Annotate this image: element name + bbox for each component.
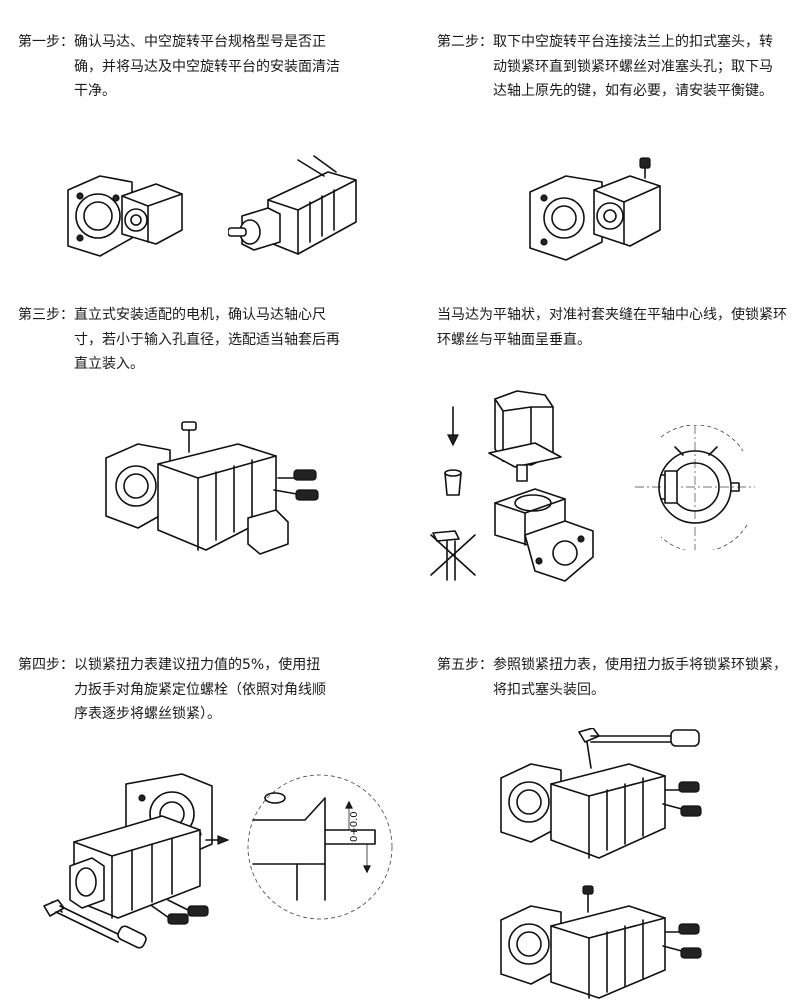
- step-4-text: 以锁紧扭力表建议扭力值的5%，使用扭力扳手对角旋紧定位螺栓（依照对角线顺序表逐步…: [74, 657, 326, 722]
- tolerance-label: 0+0.0: [349, 811, 360, 842]
- lock-ring-wrench-illustration: [500, 728, 702, 859]
- plug-reinstalled-illustration: [500, 885, 702, 999]
- step-5-text: 参照锁紧扭力表，使用扭力扳手将锁紧环锁紧，将扣式塞头装回。: [493, 657, 787, 698]
- step-4: 第四步： 以锁紧扭力表建议扭力值的5%，使用扭力扳手对角旋紧定位螺栓（依照对角线…: [18, 653, 334, 727]
- step-3-note-text: 当马达为平轴状，对准衬套夹缝在平轴中心线，使锁紧环环螺丝与平轴面呈垂直。: [437, 307, 787, 348]
- step-1-text: 确认马达、中空旋转平台规格型号是否正确，并将马达及中空旋转平台的安装面清洁干净。: [74, 34, 340, 99]
- step-5: 第五步： 参照锁紧扭力表，使用扭力扳手将锁紧环锁紧，将扣式塞头装回。: [437, 653, 787, 702]
- tolerance-detail-diagram: 0+0.0: [247, 774, 393, 920]
- rotary-platform-illustration: [67, 175, 183, 257]
- shaft-alignment-diagram: [635, 425, 755, 550]
- step-3: 第三步： 直立式安装适配的电机，确认马达轴心尺寸，若小于输入孔直径，选配适当轴套…: [18, 303, 348, 377]
- step-2: 第二步： 取下中空旋转平台连接法兰上的扣式塞头，转动锁紧环直到锁紧环螺丝对准塞头…: [437, 30, 783, 104]
- step-3-label: 第三步：: [18, 307, 74, 323]
- step-2-label: 第二步：: [437, 34, 493, 50]
- exploded-assembly-illustration: [430, 390, 594, 582]
- step-3-text: 直立式安装适配的电机，确认马达轴心尺寸，若小于输入孔直径，选配适当轴套后再直立装…: [74, 307, 340, 372]
- step-1-label: 第一步：: [18, 34, 74, 50]
- torque-wrench-bolts-illustration: [43, 773, 230, 949]
- servo-motor-illustration: [228, 155, 357, 255]
- step-4-label: 第四步：: [18, 657, 74, 673]
- platform-with-plug-illustration: [529, 157, 661, 261]
- step-5-label: 第五步：: [437, 657, 493, 673]
- step-2-text: 取下中空旋转平台连接法兰上的扣式塞头，转动锁紧环直到锁紧环螺丝对准塞头孔；取下马…: [493, 34, 773, 99]
- step-3-note: 当马达为平轴状，对准衬套夹缝在平轴中心线，使锁紧环环螺丝与平轴面呈垂直。: [437, 303, 793, 352]
- step-1: 第一步： 确认马达、中空旋转平台规格型号是否正确，并将马达及中空旋转平台的安装面…: [18, 30, 348, 104]
- vertical-motor-install-illustration: [105, 421, 319, 555]
